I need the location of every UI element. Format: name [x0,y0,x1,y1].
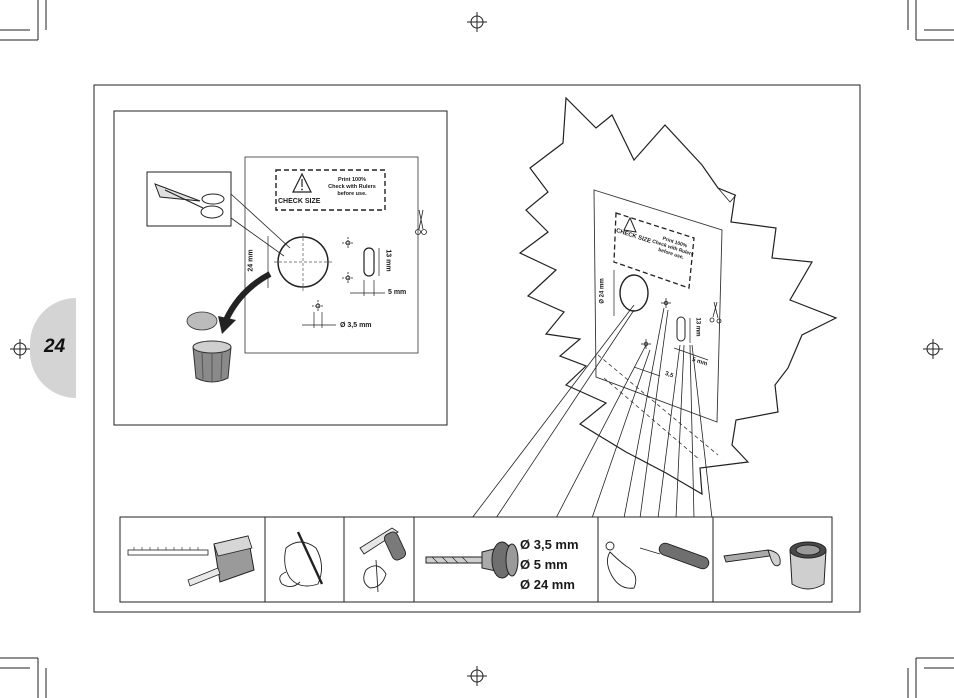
warning-icon [292,172,312,193]
slot-height-dimension: 13 mm [384,249,392,272]
template-paper [244,156,419,354]
print-note: Print 100% Check with Rulers before use. [328,177,376,197]
pencil-icon [279,531,324,587]
small-hole-dimension: Ø 3,5 mm [340,322,372,329]
drill-size-medium: Ø 5 mm [520,557,568,572]
check-size-label: CHECK SIZE [278,198,321,205]
trash-bin-icon [186,311,232,383]
large-hole [277,236,329,288]
drill-sizes-list: Ø 3,5 mm Ø 5 mm Ø 24 mm [520,535,579,595]
knife-icon [359,527,407,593]
tape-measure-icon [127,535,255,587]
wall-paper [593,189,723,423]
slot [363,247,375,277]
drill-icon [425,541,519,579]
discard-arrow [223,271,272,322]
outer-frame [93,84,861,613]
page-number: 24 [44,336,66,357]
template-panel [113,110,448,426]
check-size-box [275,169,386,211]
scissors-icon [154,183,225,219]
drill-size-small: Ø 3,5 mm [520,537,579,552]
wall-large-hole-dimension: Ø 24 mm [599,278,606,304]
wall-large-hole [619,274,649,312]
slot-width-dimension: 5 mm [388,289,407,296]
brush-icon [723,549,781,567]
glue-pot-icon [789,541,827,590]
large-hole-dimension: 24 mm [247,249,255,272]
screwdriver-icon [605,541,710,589]
wall-slot-height-dimension: 13 mm [694,317,701,337]
drill-size-large: Ø 24 mm [520,577,575,592]
scissors-icon [415,209,427,235]
registration-mark-icon [10,12,943,686]
